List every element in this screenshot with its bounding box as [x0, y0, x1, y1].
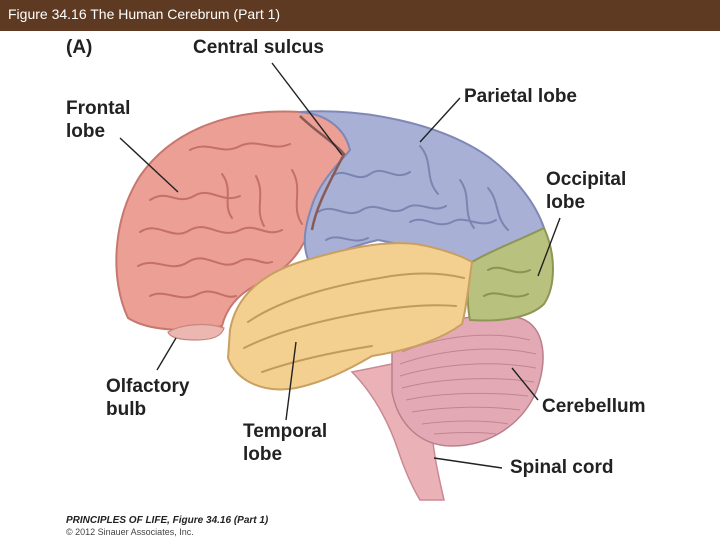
leader-frontal-lobe: [119, 137, 179, 193]
label-central-sulcus: Central sulcus: [193, 37, 324, 58]
leader-cerebellum: [511, 367, 539, 401]
leader-parietal-lobe: [419, 97, 461, 143]
label-temporal-lobe: Temporal lobe: [243, 421, 328, 465]
occipital-lobe-shape: [466, 226, 554, 322]
leader-lines: [119, 62, 561, 469]
frontal-gyri: [137, 142, 303, 299]
occipital-gyri: [483, 266, 531, 298]
footer-copyright: © 2012 Sinauer Associates, Inc.: [66, 527, 194, 537]
central-sulcus-groove: [299, 115, 346, 231]
brain-diagram: (A) Central sulcus Parietal lobe Frontal…: [0, 31, 720, 540]
brain-illustration: [115, 62, 561, 501]
label-occipital-lobe: Occipital lobe: [546, 169, 627, 213]
leader-temporal-lobe: [285, 341, 297, 421]
label-cerebellum: Cerebellum: [542, 396, 646, 417]
label-spinal-cord: Spinal cord: [510, 457, 614, 478]
figure-title: Figure 34.16 The Human Cerebrum (Part 1): [8, 6, 281, 22]
label-frontal-lobe: Frontal lobe: [66, 98, 131, 142]
label-olfactory-bulb: Olfactory bulb: [106, 376, 190, 420]
leader-spinal-cord: [433, 457, 503, 469]
leader-occipital-lobe: [537, 217, 561, 277]
figure-title-bar: Figure 34.16 The Human Cerebrum (Part 1): [0, 0, 720, 31]
leader-olfactory-bulb: [156, 337, 177, 371]
figure-footer: PRINCIPLES OF LIFE, Figure 34.16 (Part 1…: [66, 515, 268, 538]
temporal-gyri: [243, 272, 465, 373]
parietal-gyri: [317, 145, 509, 242]
olfactory-bulb-shape: [167, 323, 225, 341]
leader-central-sulcus: [271, 62, 343, 156]
footer-credit: PRINCIPLES OF LIFE, Figure 34.16 (Part 1…: [66, 515, 269, 526]
panel-label: (A): [66, 37, 93, 58]
label-parietal-lobe: Parietal lobe: [464, 86, 577, 107]
